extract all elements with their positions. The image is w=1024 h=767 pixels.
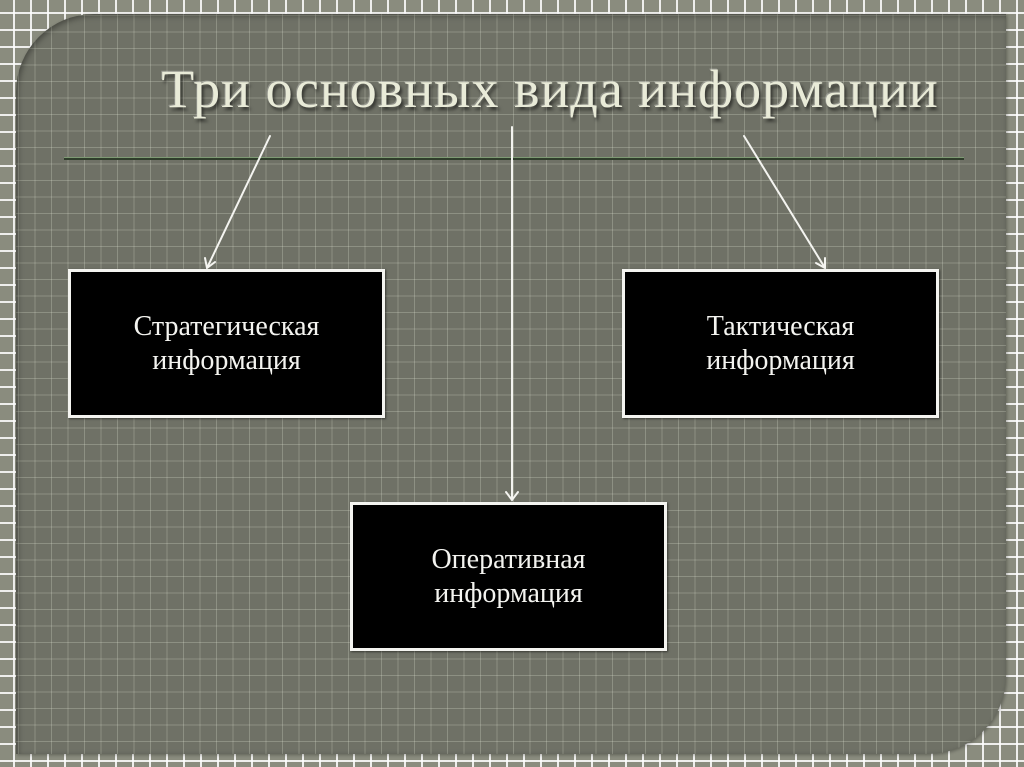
title-underline <box>64 158 964 160</box>
operational-line1: Оперативная <box>431 543 586 575</box>
tactical-line2: информация <box>706 344 855 376</box>
operational-info-box: Оперативная информация <box>350 502 667 651</box>
strategic-line1: Стратегическая <box>133 310 320 342</box>
tactical-line1: Тактическая <box>706 310 855 342</box>
slide-title: Три основных вида информации <box>0 58 1024 120</box>
strategic-info-box: Стратегическая информация <box>68 269 385 418</box>
strategic-line2: информация <box>152 344 301 376</box>
tactical-info-box: Тактическая информация <box>622 269 939 418</box>
operational-line2: информация <box>434 577 583 609</box>
slide-title-text: Три основных вида информации <box>161 59 939 119</box>
